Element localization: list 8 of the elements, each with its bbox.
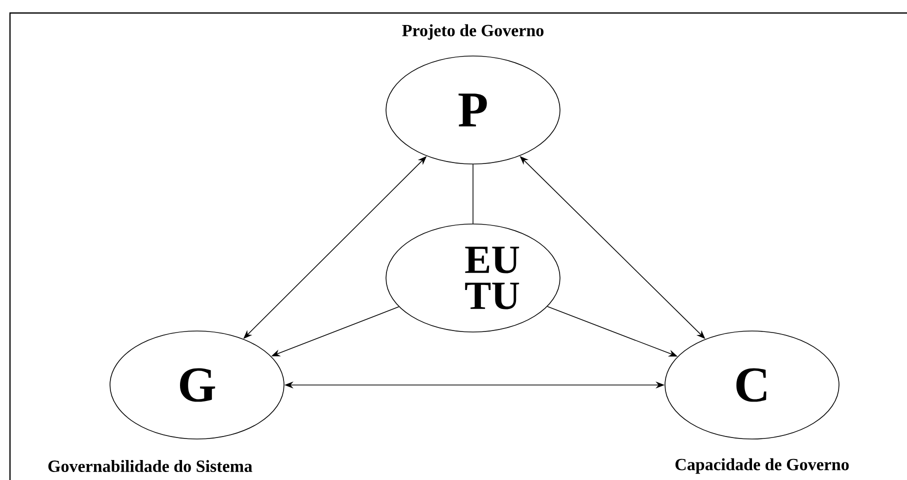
connector-line [472,164,474,224]
circle-node: G [110,330,284,440]
node-caption: Governabilidade do Sistema [48,460,252,472]
circle-node: P [386,56,560,164]
node-caption: Projeto de Governo [402,24,544,40]
node-caption: Capacidade de Governo [675,458,849,474]
circle-node: EU TU [386,224,560,332]
circle-node: C [664,330,840,440]
